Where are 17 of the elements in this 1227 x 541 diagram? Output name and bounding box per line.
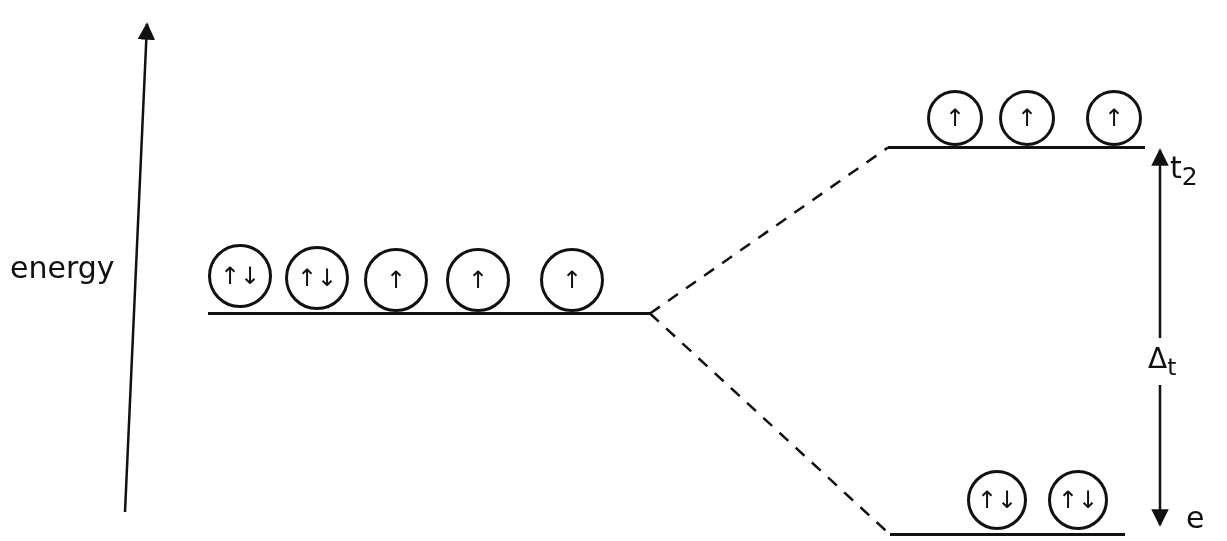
- orbital-circle: ↑: [927, 90, 983, 146]
- axis-label: energy: [10, 250, 115, 285]
- dashed-line: [649, 146, 889, 315]
- orbital-circle: ↑↓: [967, 470, 1027, 530]
- level-label: e: [1186, 500, 1205, 535]
- orbital-circle: ↑↓: [208, 244, 272, 308]
- orbital-circle: ↑: [540, 248, 604, 312]
- energy-level-line: [888, 146, 1145, 149]
- energy-level-line: [890, 533, 1125, 536]
- energy-level-line: [208, 312, 650, 315]
- orbital-circle: ↑: [364, 248, 428, 312]
- orbital-circle: ↑: [999, 90, 1055, 146]
- level-label: t$_{2}$: [1170, 150, 1198, 191]
- orbital-circle: ↑↓: [1048, 470, 1108, 530]
- orbital-circle: ↑: [446, 248, 510, 312]
- orbital-circle: ↑↓: [285, 246, 349, 310]
- orbital-circle: ↑: [1086, 90, 1142, 146]
